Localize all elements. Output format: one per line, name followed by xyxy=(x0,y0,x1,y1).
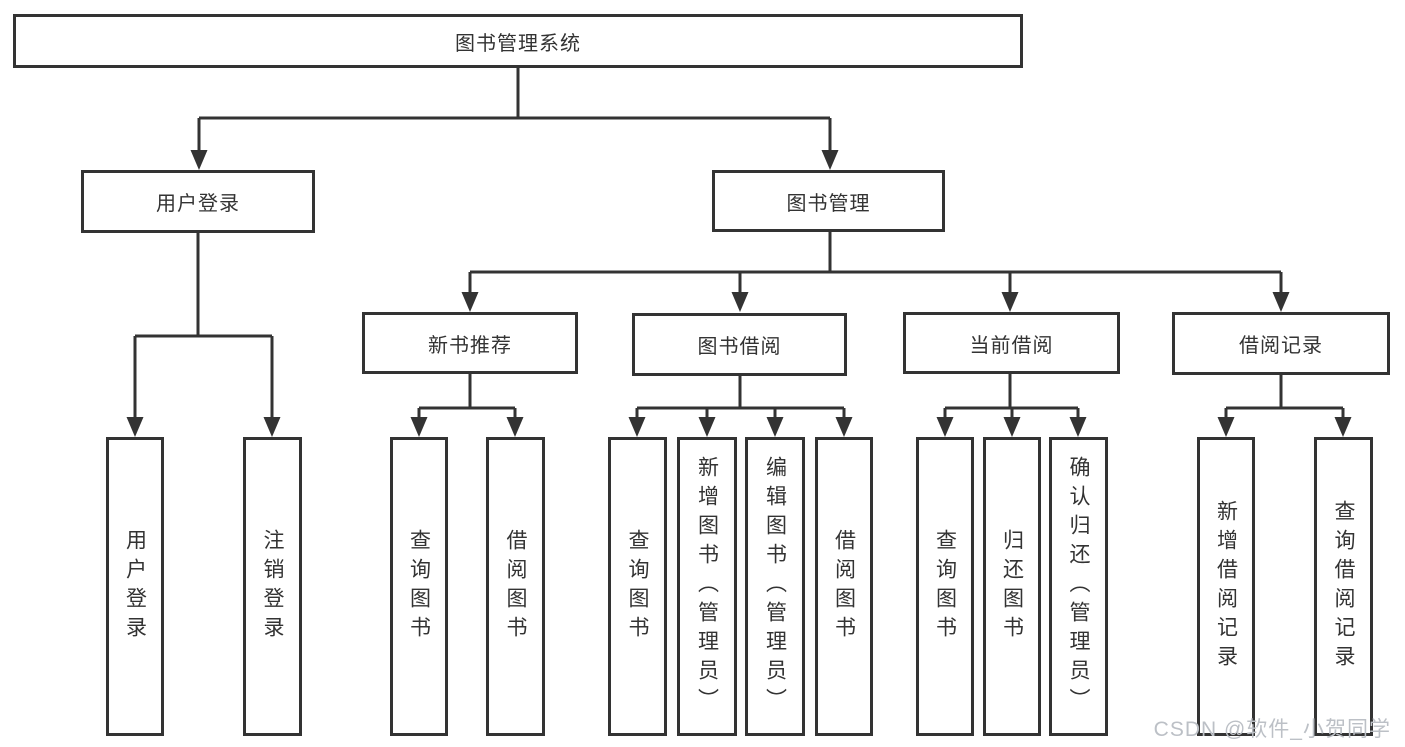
leaf-query-borrow-record: 查询借阅记录 xyxy=(1314,437,1373,736)
leaf-label: 借阅图书 xyxy=(832,528,856,645)
arrowheads xyxy=(126,150,1352,437)
leaf-borrow-books: 借阅图书 xyxy=(815,437,873,736)
leaf-label: 确认归还（管理员） xyxy=(1067,456,1090,717)
node-new-book-recommend: 新书推荐 xyxy=(362,312,578,374)
leaf-add-books-admin: 新增图书（管理员） xyxy=(677,437,737,736)
leaf-borrow-books-recommend: 借阅图书 xyxy=(486,437,545,736)
node-label: 用户登录 xyxy=(156,193,240,215)
node-current-borrow: 当前借阅 xyxy=(903,312,1120,374)
node-label: 图书管理 xyxy=(786,192,871,215)
csdn-watermark: CSDN @软件_小贺同学 xyxy=(1153,718,1391,741)
leaf-label: 查询借阅记录 xyxy=(1332,499,1355,674)
leaf-label: 借阅图书 xyxy=(504,528,527,645)
leaf-query-books-recommend: 查询图书 xyxy=(390,437,448,736)
node-label: 当前借阅 xyxy=(969,334,1054,357)
leaf-user-login: 用户登录 xyxy=(106,437,164,736)
node-book-borrow: 图书借阅 xyxy=(632,313,847,376)
leaf-label: 新增图书（管理员） xyxy=(695,456,719,717)
leaf-label: 编辑图书（管理员） xyxy=(763,456,787,717)
leaf-confirm-return-admin: 确认归还（管理员） xyxy=(1049,437,1108,736)
node-borrow-records: 借阅记录 xyxy=(1172,312,1390,375)
leaf-query-books-borrow: 查询图书 xyxy=(608,437,667,736)
node-label: 图书借阅 xyxy=(697,336,782,358)
leaf-label: 查询图书 xyxy=(407,528,431,645)
node-label: 借阅记录 xyxy=(1239,335,1323,357)
leaf-logout-login: 注销登录 xyxy=(243,437,302,736)
leaf-query-books-current: 查询图书 xyxy=(916,437,974,736)
node-book-management: 图书管理 xyxy=(712,170,945,232)
node-label: 新书推荐 xyxy=(428,334,512,357)
leaf-label: 新增借阅记录 xyxy=(1214,499,1238,674)
node-library-management-system: 图书管理系统 xyxy=(13,14,1023,68)
leaf-label: 查询图书 xyxy=(626,528,649,645)
leaf-edit-books-admin: 编辑图书（管理员） xyxy=(745,437,805,736)
leaf-label: 查询图书 xyxy=(933,528,957,645)
leaf-label: 注销登录 xyxy=(261,528,284,645)
leaf-label: 归还图书 xyxy=(1000,528,1024,645)
leaf-add-borrow-record: 新增借阅记录 xyxy=(1197,437,1255,736)
node-label: 图书管理系统 xyxy=(455,32,581,55)
node-user-login: 用户登录 xyxy=(81,170,315,233)
leaf-label: 用户登录 xyxy=(123,528,147,645)
leaf-return-books: 归还图书 xyxy=(983,437,1041,736)
